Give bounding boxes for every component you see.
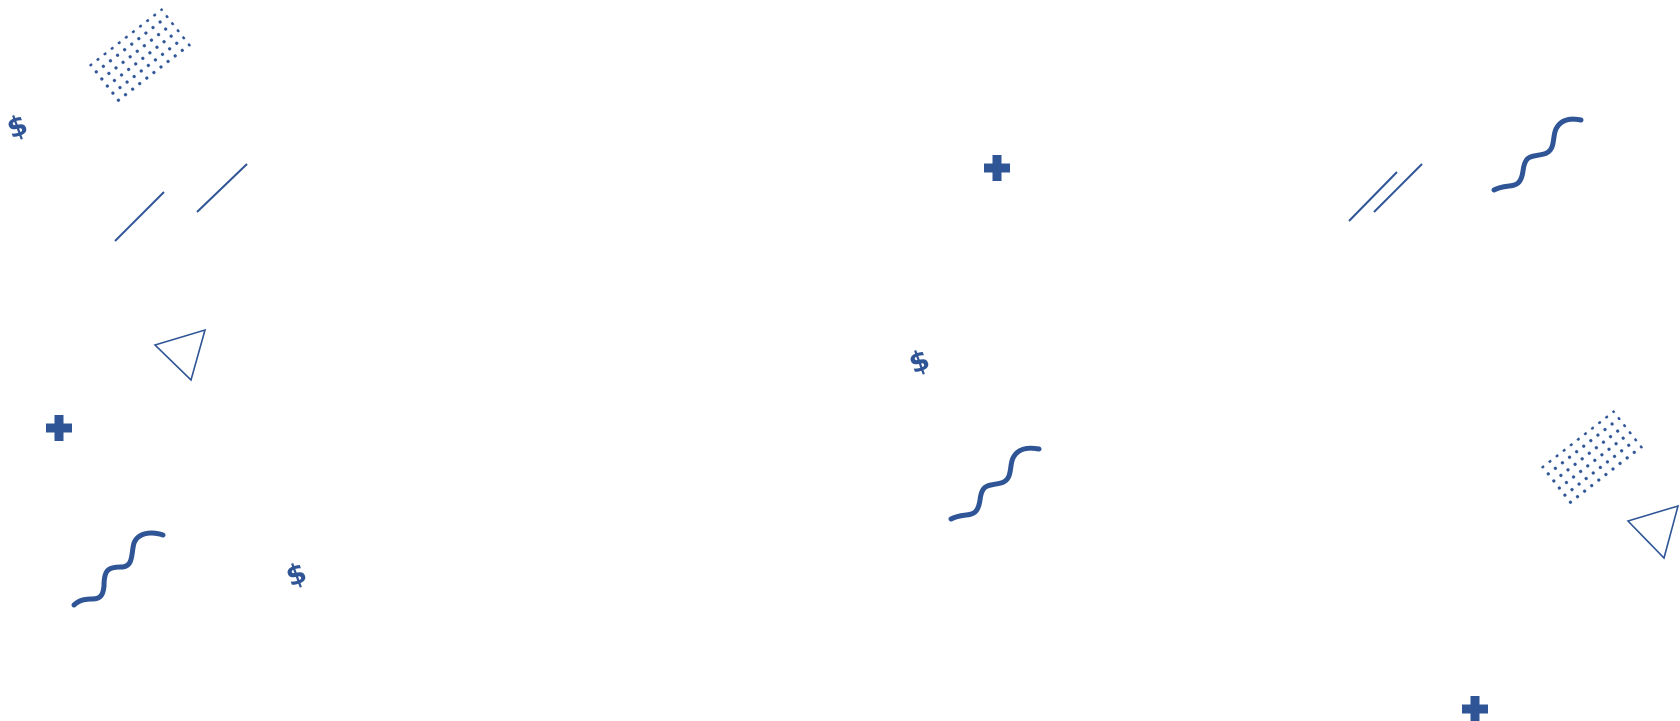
plus-icon [1462, 696, 1488, 721]
triangle-outline-right [1626, 504, 1680, 560]
wave-squiggle-center [948, 445, 1042, 522]
diagonal-lines-left [114, 163, 248, 242]
wave-squiggle-right [1491, 116, 1584, 193]
triangle-outline-left [153, 328, 207, 382]
diagonal-lines-right [1348, 163, 1423, 222]
dot-grid-right [1538, 409, 1646, 511]
wave-squiggle-left [71, 530, 166, 608]
plus-icon [46, 415, 72, 441]
dollar-sign-icon: $ [904, 343, 934, 381]
plus-icon [984, 155, 1010, 181]
dollar-sign-icon: $ [2, 108, 32, 146]
dollar-sign-icon: $ [281, 556, 311, 594]
dot-grid-top-left [86, 7, 194, 109]
